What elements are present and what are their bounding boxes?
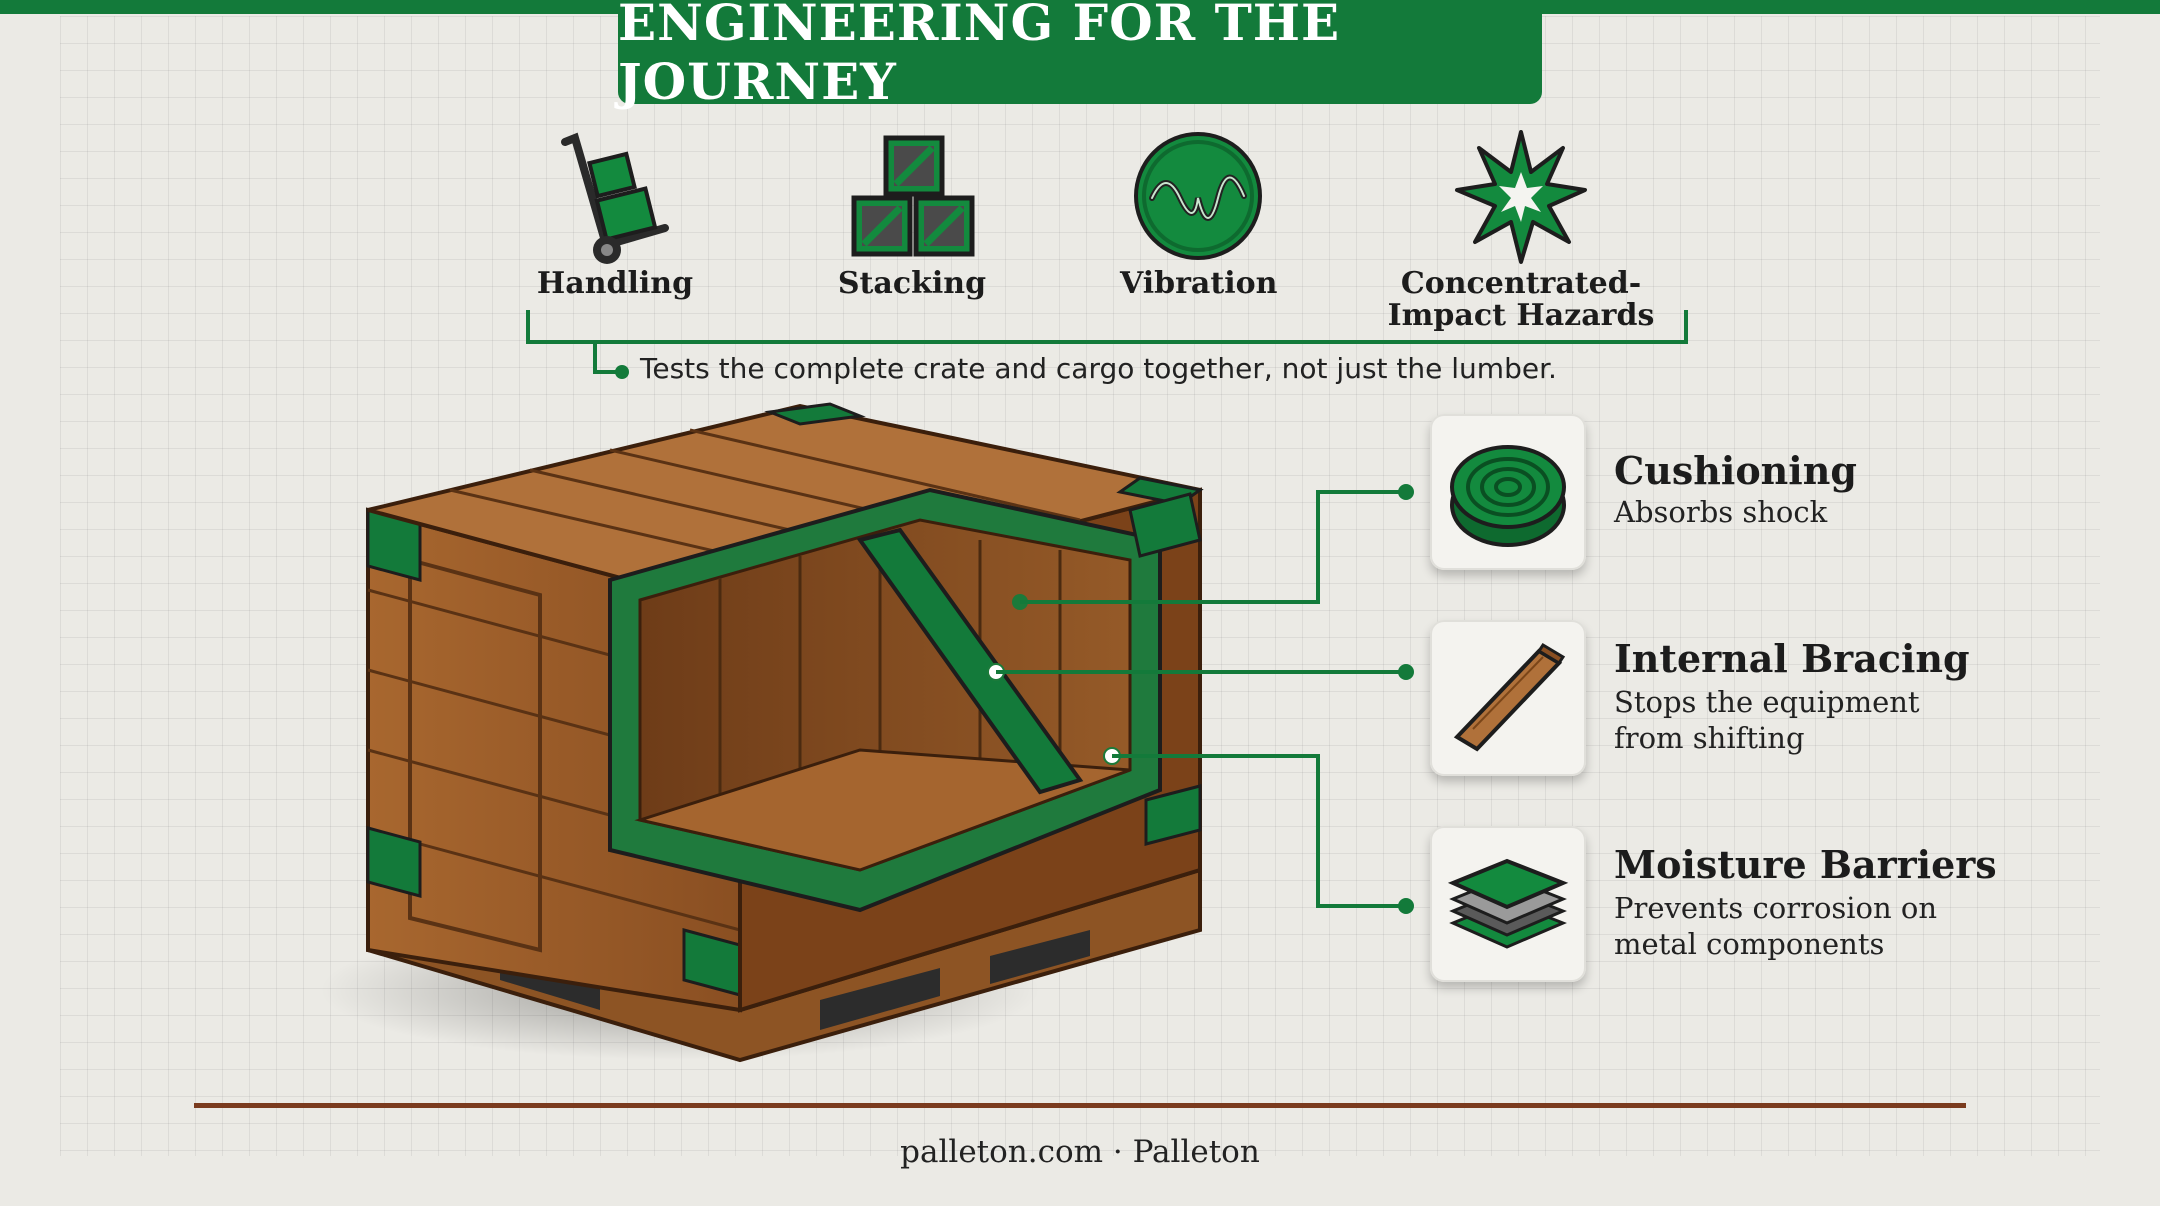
feature-title-cushioning: Cushioning [1614,448,1857,493]
impact-burst-icon [1455,130,1587,264]
cushion-roll-icon [1450,445,1566,547]
hazard-label-vibration: Vibration [1120,266,1278,301]
page-title: ENGINEERING FOR THE JOURNEY [618,0,1341,111]
feature-title-moisture: Moisture Barriers [1614,842,1997,887]
wood-brace-icon [1453,642,1566,752]
feature-title-bracing: Internal Bracing [1614,636,1970,681]
layered-sheets-icon [1447,858,1569,949]
hazard-handling: Handling [530,128,700,300]
feature-desc-bracing: Stops the equipment from shifting [1614,685,1920,755]
hazard-bracket [526,310,1688,379]
vibration-wave-icon [1134,132,1262,260]
crate-illustration [320,402,1204,1063]
feature-card-cushioning [1430,414,1586,570]
title-banner: ENGINEERING FOR THE JOURNEY [618,0,1542,111]
hazard-impact: Concentrated-Impact Hazards [1356,128,1686,332]
hazard-label-stacking: Stacking [837,266,987,301]
hazard-vibration: Vibration [1120,128,1278,301]
hazard-stacking: Stacking [830,128,994,300]
hazard-label-impact: Concentrated-Impact Hazards [1387,266,1655,333]
hand-truck-icon [561,132,669,264]
footer-divider [194,1103,1966,1108]
test-note: Tests the complete crate and cargo toget… [640,352,1557,385]
feature-card-bracing [1430,620,1586,776]
hazard-label-handling: Handling [536,266,694,301]
stacked-boxes-icon [851,135,975,257]
footer-credit: palleton.com · Palleton [900,1134,1260,1170]
feature-desc-cushioning: Absorbs shock [1614,495,1828,529]
feature-desc-moisture: Prevents corrosion on metal components [1614,891,1938,961]
feature-card-moisture [1430,826,1586,982]
